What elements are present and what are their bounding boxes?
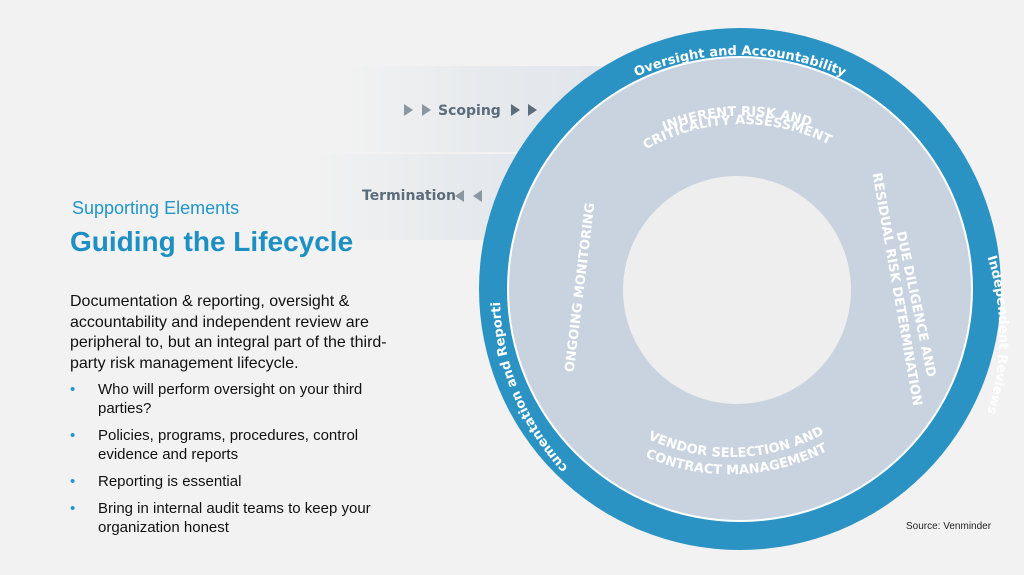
bullet-icon: • — [70, 500, 76, 517]
section-subtitle: Supporting Elements — [72, 198, 240, 218]
list-item: • Bring in internal audit teams to keep … — [70, 499, 410, 537]
bullet-list: • Who will perform oversight on your thi… — [70, 380, 410, 545]
bullet-text: Policies, programs, procedures, control … — [98, 427, 359, 463]
scoping-arrow: Scoping — [404, 103, 537, 119]
bullet-icon: • — [70, 427, 76, 444]
bullet-text: Reporting is essential — [98, 473, 242, 490]
intro-paragraph: Documentation & reporting, oversight & a… — [70, 293, 387, 372]
source-note: Source: Venminder — [906, 521, 992, 532]
bullet-text: Bring in internal audit teams to keep yo… — [98, 500, 371, 536]
list-item: • Who will perform oversight on your thi… — [70, 380, 410, 418]
page-title: Guiding the Lifecycle — [70, 226, 354, 257]
list-item: • Reporting is essential — [70, 472, 410, 491]
chevron-left-icon — [455, 190, 464, 202]
chevron-right-icon — [528, 104, 537, 116]
bullet-icon: • — [70, 473, 76, 490]
chevron-left-icon — [473, 190, 482, 202]
center-circle — [623, 176, 851, 404]
termination-label: Termination — [362, 188, 456, 204]
chevron-right-icon — [511, 104, 520, 116]
chevron-right-icon — [422, 104, 431, 116]
bullet-icon: • — [70, 381, 76, 398]
list-item: • Policies, programs, procedures, contro… — [70, 426, 410, 464]
bullet-text: Who will perform oversight on your third… — [98, 381, 363, 417]
termination-arrow: Termination — [362, 188, 482, 204]
scoping-label: Scoping — [438, 103, 501, 119]
chevron-right-icon — [404, 104, 413, 116]
